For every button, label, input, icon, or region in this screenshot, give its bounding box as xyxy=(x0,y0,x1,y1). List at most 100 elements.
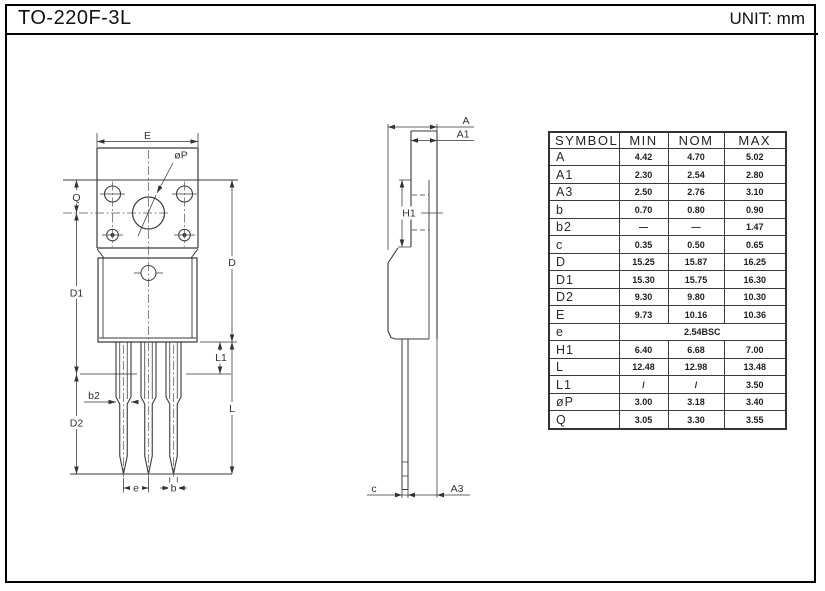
symbol-cell: A1 xyxy=(548,165,620,184)
dim-label-H1: H1 xyxy=(402,208,416,220)
symbol-cell: D2 xyxy=(548,287,620,307)
dim-label-A1: A1 xyxy=(457,129,470,141)
value-cell: 13.48 xyxy=(723,357,787,377)
symbol-cell: L xyxy=(548,357,620,377)
unit-label: UNIT: mm xyxy=(729,9,805,28)
value-cell: 0.35 xyxy=(618,235,669,254)
col-header-nom: NOM xyxy=(667,131,725,149)
col-header-min: MIN xyxy=(618,131,669,149)
value-cell: 10.30 xyxy=(723,287,787,307)
value-cell: / xyxy=(618,375,669,394)
value-cell: 9.30 xyxy=(618,287,669,307)
value-cell: 3.30 xyxy=(667,410,725,430)
title-divider xyxy=(5,33,818,35)
value-cell: — xyxy=(667,217,725,237)
value-cell: 15.87 xyxy=(667,252,725,272)
value-cell: 2.80 xyxy=(723,165,787,184)
symbol-cell: c xyxy=(548,235,620,254)
value-cell: — xyxy=(618,217,669,237)
page-title: TO-220F-3L xyxy=(18,7,132,29)
value-cell: 3.05 xyxy=(618,410,669,430)
value-cell: 15.30 xyxy=(618,270,669,289)
value-cell: 3.50 xyxy=(723,375,787,394)
value-cell: 4.70 xyxy=(667,147,725,167)
value-cell: 4.42 xyxy=(618,147,669,167)
dim-label-D1: D1 xyxy=(70,288,84,300)
col-header-max: MAX xyxy=(723,131,787,149)
symbol-cell: D1 xyxy=(548,270,620,289)
dim-label-b: b xyxy=(171,483,177,495)
symbol-cell: E xyxy=(548,305,620,324)
value-cell: 12.48 xyxy=(618,357,669,377)
dim-label-D2: D2 xyxy=(70,418,84,430)
value-cell: 0.50 xyxy=(667,235,725,254)
symbol-cell: e xyxy=(548,322,620,342)
value-cell: 10.36 xyxy=(723,305,787,324)
table-header-row: SYMBOL MIN NOM MAX xyxy=(548,131,787,149)
value-cell: 16.30 xyxy=(723,270,787,289)
value-cell: 15.25 xyxy=(618,252,669,272)
value-cell: 1.47 xyxy=(723,217,787,237)
value-cell: 2.54 xyxy=(667,165,725,184)
symbol-cell: A3 xyxy=(548,182,620,202)
value-cell: 2.76 xyxy=(667,182,725,202)
dim-label-A: A xyxy=(462,115,469,127)
symbol-cell: A xyxy=(548,147,620,167)
dim-label-b2: b2 xyxy=(88,390,100,402)
value-cell: 6.40 xyxy=(618,340,669,359)
value-cell: 3.18 xyxy=(667,392,725,412)
value-cell: 6.68 xyxy=(667,340,725,359)
value-cell: 0.70 xyxy=(618,200,669,219)
symbol-cell: H1 xyxy=(548,340,620,359)
value-cell: 3.55 xyxy=(723,410,787,430)
symbol-cell: L1 xyxy=(548,375,620,394)
dim-label-L1: L1 xyxy=(215,352,227,364)
symbol-cell: D xyxy=(548,252,620,272)
value-cell: 2.50 xyxy=(618,182,669,202)
value-cell: 0.80 xyxy=(667,200,725,219)
symbol-cell: øP xyxy=(548,392,620,412)
dim-label-phiP: øP xyxy=(174,150,187,162)
sheet-border xyxy=(5,4,816,583)
dim-label-L: L xyxy=(229,403,235,415)
value-cell: 5.02 xyxy=(723,147,787,167)
value-cell: 2.30 xyxy=(618,165,669,184)
value-cell: 0.65 xyxy=(723,235,787,254)
side-view-dimensions xyxy=(367,124,474,498)
dim-label-E: E xyxy=(144,130,151,142)
value-cell: 15.75 xyxy=(667,270,725,289)
table-row: L1//3.50 xyxy=(548,375,787,394)
col-header-symbol: SYMBOL xyxy=(548,131,620,149)
front-view-labels: E øP Q D1 D2 D L1 L b2 e b xyxy=(65,130,239,495)
dim-label-e: e xyxy=(133,483,139,495)
value-cell: 3.10 xyxy=(723,182,787,202)
center-lines xyxy=(63,150,185,478)
value-cell: 0.90 xyxy=(723,200,787,219)
value-cell: 2.54BSC xyxy=(618,322,787,342)
value-cell: 7.00 xyxy=(723,340,787,359)
value-cell: 10.16 xyxy=(667,305,725,324)
table-row: b2——1.47 xyxy=(548,217,787,237)
side-view-labels: A A1 H1 c A3 xyxy=(371,115,469,495)
front-view xyxy=(63,147,238,478)
dim-label-D: D xyxy=(228,257,236,269)
value-cell: 16.25 xyxy=(723,252,787,272)
symbol-cell: b xyxy=(548,200,620,219)
value-cell: 3.00 xyxy=(618,392,669,412)
symbol-cell: Q xyxy=(548,410,620,430)
side-view xyxy=(387,130,443,490)
